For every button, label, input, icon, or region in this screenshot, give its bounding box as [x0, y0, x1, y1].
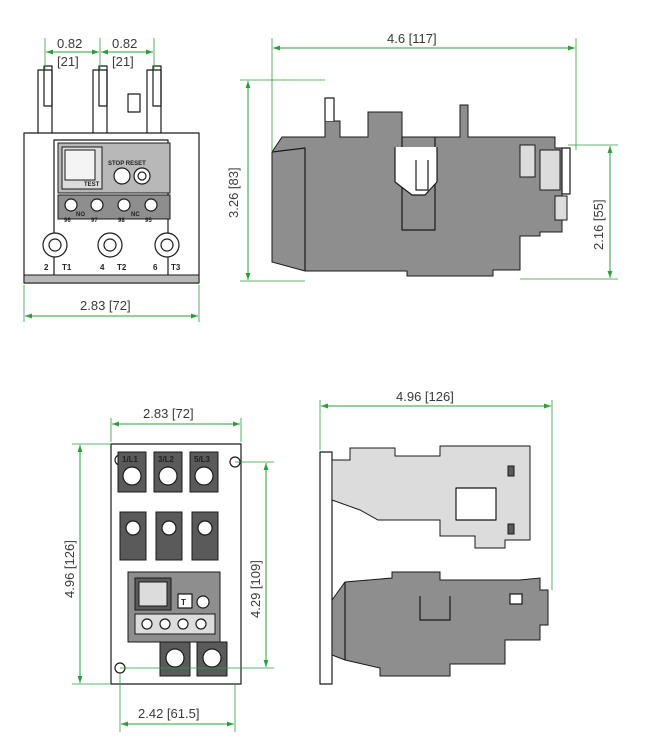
- screw-98-icon: [117, 198, 131, 212]
- front-view-bottom: 1/L1 3/L2 5/L3 T 2.83 [72]: [62, 406, 274, 732]
- dim-width-bottom: 2.83 [72]: [143, 406, 194, 421]
- front-view-top: TEST STOP RESET 96 97 98 95 NO NC 2 T1 4…: [23, 36, 200, 322]
- terminal-4-label: 4: [100, 263, 105, 272]
- terminal-6-label: 6: [153, 263, 158, 272]
- contact-98: 98: [118, 218, 125, 224]
- terminal-t3-icon: [154, 232, 180, 258]
- terminal-t1-icon: [42, 232, 68, 258]
- stop-reset-label: STOP RESET: [108, 161, 146, 167]
- adjust-knob: [127, 93, 141, 113]
- contact-95: 95: [145, 218, 152, 224]
- terminal-l2-icon: [158, 466, 178, 486]
- contact-96: 96: [64, 218, 71, 224]
- dim-width-top: 2.83 [72]: [80, 298, 131, 313]
- screw-97-icon: [90, 198, 104, 212]
- reset-button-icon: [133, 167, 151, 185]
- terminal-l3-icon: [194, 466, 214, 486]
- screw-95-icon: [144, 198, 158, 212]
- terminal-l1-icon: [122, 466, 142, 486]
- nc-label: NC: [131, 212, 140, 218]
- dim-pitch-right: 0.82: [112, 36, 137, 51]
- dim-mount-height: 4.29 [109]: [248, 560, 263, 618]
- terminal-2-label: 2: [44, 263, 49, 272]
- terminal-l2-label: 3/L2: [158, 455, 175, 464]
- dim-pitch-left-mm: [21]: [57, 54, 79, 69]
- terminal-t3-label: T3: [171, 263, 181, 272]
- terminal-l1-label: 1/L1: [122, 455, 139, 464]
- dim-length-top: 4.6 [117]: [387, 31, 437, 46]
- screw-96-icon: [64, 198, 78, 212]
- test-key-icon: T: [181, 598, 186, 607]
- contact-97: 97: [91, 218, 98, 224]
- terminal-t2-label: T2: [117, 263, 127, 272]
- dim-right-height: 2.16 [55]: [591, 199, 606, 250]
- dim-bottom-width: 2.42 [61.5]: [138, 706, 199, 721]
- dim-pitch-right-mm: [21]: [112, 54, 134, 69]
- test-button-icon: [113, 167, 131, 185]
- contactor-body-side: [331, 445, 531, 549]
- terminal-out-1-icon: [165, 648, 185, 668]
- terminal-l3-label: 5/L3: [194, 455, 211, 464]
- terminal-out-2-icon: [202, 648, 222, 668]
- terminal-t2-icon: [97, 232, 123, 258]
- test-label: TEST: [84, 182, 100, 188]
- relay-body-side: [331, 571, 549, 677]
- dim-height-top: 3.26 [83]: [226, 167, 241, 218]
- terminal-post-left: [37, 69, 53, 135]
- dim-pitch-left: 0.82: [57, 36, 82, 51]
- no-label: NO: [76, 212, 85, 218]
- terminal-post-middle: [92, 69, 108, 135]
- side-view-bottom: 4.96 [126]: [319, 389, 553, 685]
- dim-length-bottom: 4.96 [126]: [396, 389, 454, 404]
- side-view-top: 4.6 [117] 3.26 [83] 2.16 [55]: [226, 31, 618, 282]
- terminal-t1-label: T1: [62, 263, 72, 272]
- mounting-plate: [319, 451, 333, 685]
- dim-height-bottom: 4.96 [126]: [62, 540, 77, 598]
- terminal-post-right: [146, 69, 162, 135]
